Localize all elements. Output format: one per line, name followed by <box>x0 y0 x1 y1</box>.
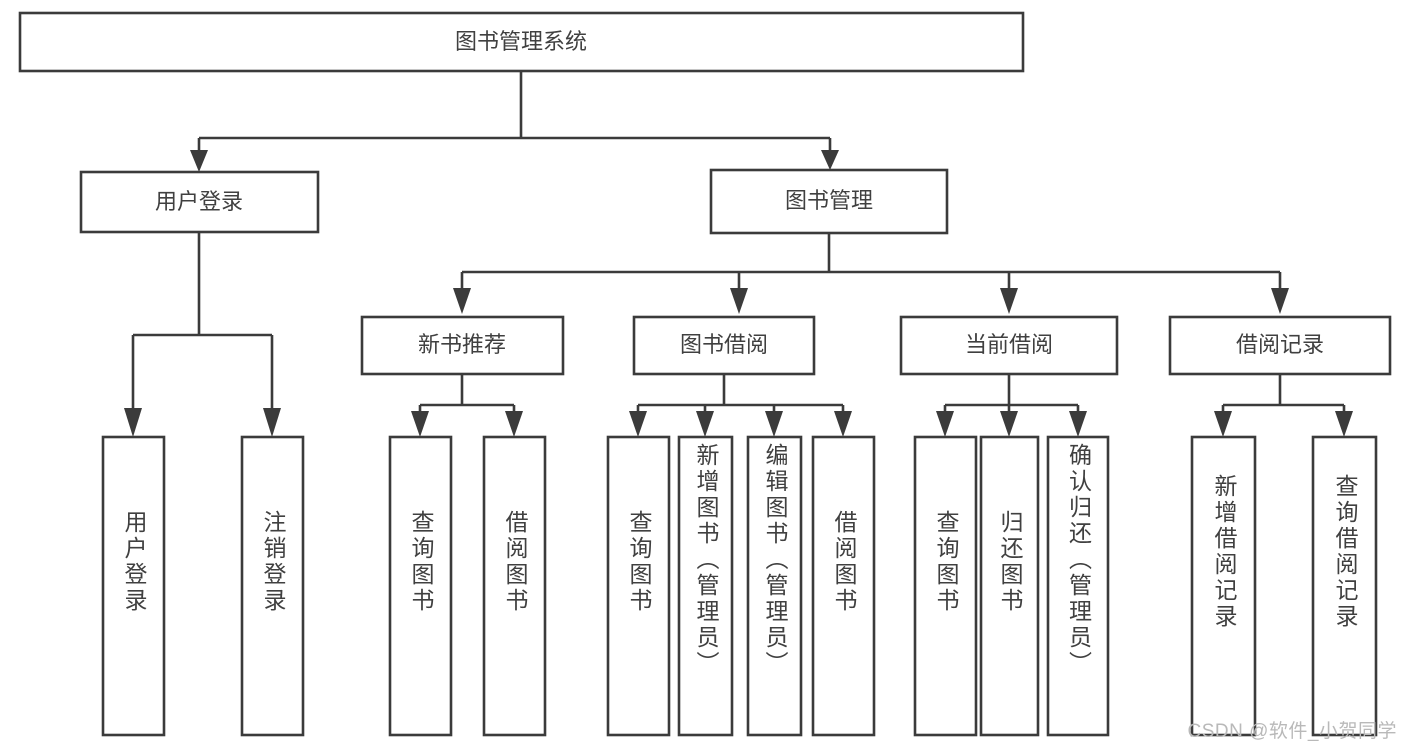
node-user-login[interactable]: 用户登录 <box>79 170 320 234</box>
arrow-g3-3 <box>834 411 852 437</box>
leaf-box-book-borrow-0[interactable] <box>606 435 671 737</box>
leaf-box-book-borrow-3[interactable] <box>811 435 876 737</box>
node-borrow-record-box[interactable] <box>1168 315 1392 376</box>
leaf-box-user-login-0[interactable] <box>101 435 166 737</box>
arrow-level3-2 <box>1000 288 1018 314</box>
leaf-box-user-login-1[interactable] <box>240 435 305 737</box>
leaf-box-borrow-record-0[interactable] <box>1190 435 1257 737</box>
node-new-book-recommend-box[interactable] <box>360 315 565 376</box>
arrow-level2-0 <box>190 150 208 172</box>
node-user-login-label: 用户登录 <box>155 189 243 214</box>
node-book-borrow[interactable]: 图书借阅 <box>632 315 816 376</box>
node-book-management-box[interactable] <box>709 168 949 235</box>
arrow-g2-0 <box>411 411 429 437</box>
node-book-borrow-label: 图书借阅 <box>680 332 768 357</box>
node-current-borrow[interactable]: 当前借阅 <box>899 315 1119 376</box>
arrow-level3-3 <box>1271 288 1289 314</box>
leaf-box-book-borrow-2[interactable] <box>746 435 803 737</box>
node-book-management-label: 图书管理 <box>785 188 873 213</box>
node-root-label: 图书管理系统 <box>455 29 587 54</box>
leaf-box-current-borrow-0[interactable] <box>913 435 978 737</box>
node-current-borrow-box[interactable] <box>899 315 1119 376</box>
node-new-book-recommend-label: 新书推荐 <box>418 332 506 357</box>
node-current-borrow-label: 当前借阅 <box>965 332 1053 357</box>
arrow-g3-0 <box>629 411 647 437</box>
arrow-g4-0 <box>936 411 954 437</box>
arrow-g2-1 <box>505 411 523 437</box>
leaf-box-current-borrow-1[interactable] <box>979 435 1040 737</box>
leaf-box-new-book-recommend-1[interactable] <box>482 435 547 737</box>
node-borrow-record[interactable]: 借阅记录 <box>1168 315 1392 376</box>
arrow-level3-0 <box>453 288 471 314</box>
watermark: CSDN @软件_小贺同学 <box>1187 721 1397 742</box>
arrow-userlogin-1 <box>263 408 281 437</box>
node-root[interactable]: 图书管理系统 <box>18 11 1025 73</box>
arrow-g5-1 <box>1335 411 1353 437</box>
leaf-box-borrow-record-1[interactable] <box>1311 435 1378 737</box>
arrow-g4-2 <box>1069 411 1087 437</box>
arrow-level3-1 <box>730 288 748 314</box>
leaf-box-book-borrow-1[interactable] <box>677 435 734 737</box>
node-root-box[interactable] <box>18 11 1025 73</box>
arrow-level2-1 <box>821 150 839 170</box>
leaf-box-new-book-recommend-0[interactable] <box>388 435 453 737</box>
arrow-g4-1 <box>1000 411 1018 437</box>
leaf-box-current-borrow-2[interactable] <box>1046 435 1110 737</box>
node-book-management[interactable]: 图书管理 <box>709 168 949 235</box>
arrow-userlogin-0 <box>124 408 142 437</box>
arrow-g3-1 <box>696 411 714 437</box>
arrow-g5-0 <box>1214 411 1232 437</box>
node-borrow-record-label: 借阅记录 <box>1236 332 1324 357</box>
node-book-borrow-box[interactable] <box>632 315 816 376</box>
node-new-book-recommend[interactable]: 新书推荐 <box>360 315 565 376</box>
arrow-g3-2 <box>765 411 783 437</box>
